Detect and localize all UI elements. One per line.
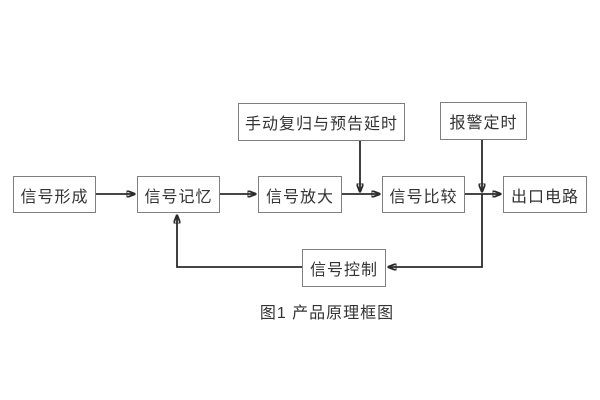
diagram-caption: 图1 产品原理框图 (259, 305, 395, 322)
block-signal-memory: 信号记忆 (137, 176, 220, 213)
block-output-circuit: 出口电路 (503, 176, 587, 213)
connector-control-to-memory (177, 216, 302, 268)
block-manual-reset-warning-delay: 手动复归与预告延时 (238, 103, 405, 141)
block-alarm-timing: 报警定时 (440, 102, 527, 140)
block-signal-amplification: 信号放大 (258, 176, 342, 213)
block-signal-comparison: 信号比较 (382, 176, 465, 213)
block-signal-control: 信号控制 (302, 249, 386, 287)
block-signal-formation: 信号形成 (13, 176, 96, 213)
connector-junction-to-control (389, 194, 483, 267)
